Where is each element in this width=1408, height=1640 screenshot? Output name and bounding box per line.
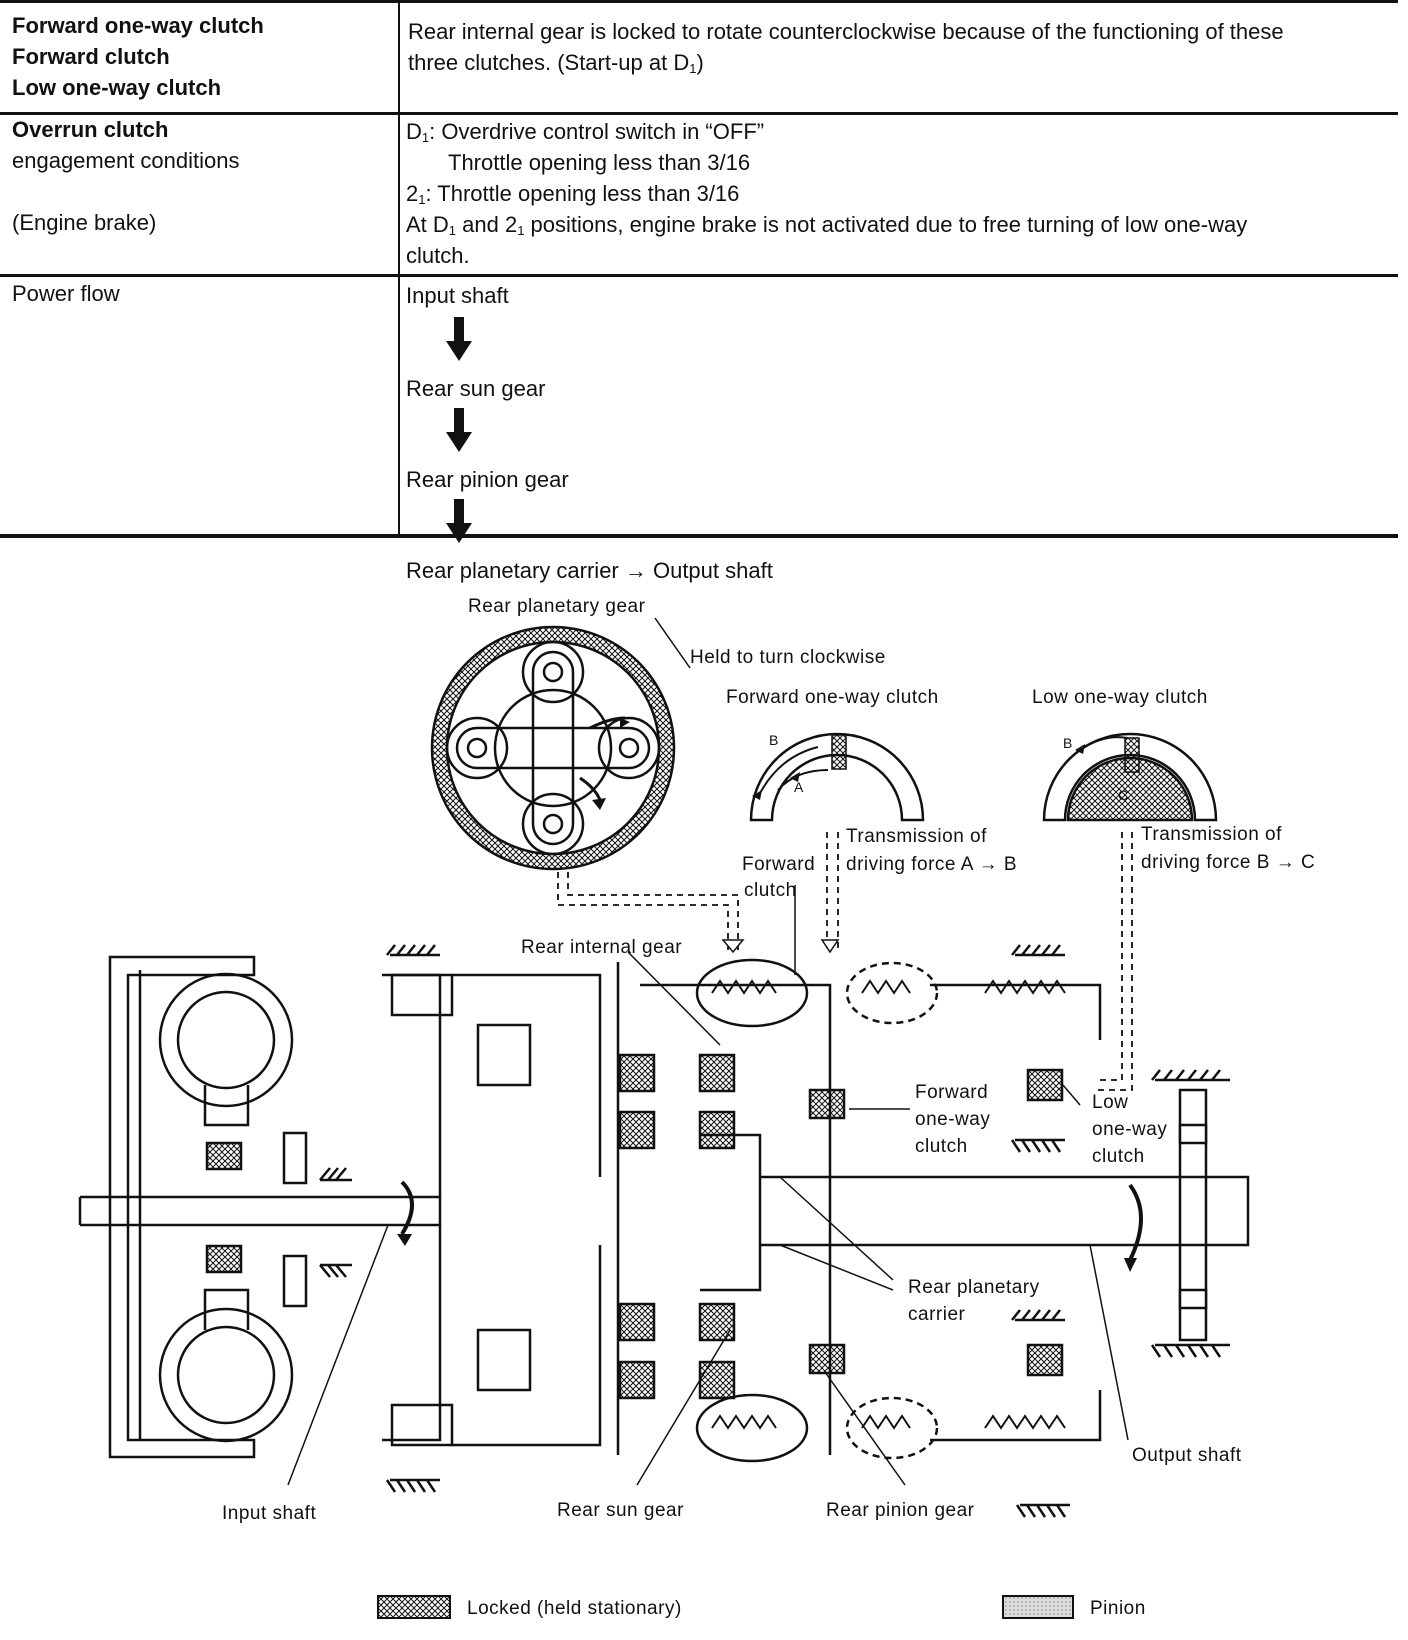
two1-subscript: 1 bbox=[418, 192, 426, 207]
low-one-way-clutch-title: Low one-way clutch bbox=[1032, 687, 1208, 708]
down-arrow-icon bbox=[446, 408, 472, 452]
row1-line2-end: ) bbox=[696, 50, 704, 75]
table-bottom-border bbox=[0, 534, 1398, 538]
row1-line2-text: three clutches. (Start-up at D bbox=[408, 50, 690, 75]
output-shaft-drawing bbox=[1128, 1069, 1230, 1358]
note-part-a: At D bbox=[406, 212, 449, 237]
two1-prefix: 2 bbox=[406, 181, 419, 206]
down-arrow-icon bbox=[446, 499, 472, 543]
forward-clutch-label: Forward clutch bbox=[12, 44, 170, 69]
forward-clutch-label-1: Forward bbox=[742, 854, 815, 875]
low-one-way-clutch-side-3: clutch bbox=[1092, 1146, 1145, 1167]
gear-train-drawing bbox=[382, 944, 1250, 1518]
down-arrow-icon bbox=[446, 317, 472, 361]
overrun-clutch-title: Overrun clutch bbox=[12, 117, 169, 142]
forward-one-way-clutch-side-1: Forward bbox=[915, 1082, 988, 1103]
transmission-bc-line1: Transmission of bbox=[1141, 824, 1282, 845]
note-subscript-2: 1 bbox=[517, 223, 525, 238]
row1-line2-subscript: 1 bbox=[689, 61, 697, 76]
low-one-way-clutch-label: Low one-way clutch bbox=[12, 75, 222, 100]
rear-planetary-gear-label: Rear planetary gear bbox=[468, 596, 646, 617]
rear-planetary-carrier-label-1: Rear planetary bbox=[908, 1277, 1040, 1298]
two1-condition: 21: Throttle opening less than 3/16 bbox=[406, 178, 1247, 209]
legend-pinion-label: Pinion bbox=[1090, 1598, 1146, 1619]
d1-condition: D1: Overdrive control switch in “OFF” bbox=[406, 116, 1247, 147]
row2-right-cell: D1: Overdrive control switch in “OFF” Th… bbox=[406, 116, 1247, 271]
row-divider-2 bbox=[0, 274, 1398, 277]
low-owc-letter-b: B bbox=[1063, 735, 1072, 751]
row1-description-line2: three clutches. (Start-up at D1) bbox=[408, 47, 1284, 78]
rear-planetary-carrier-label-2: carrier bbox=[908, 1304, 966, 1325]
engine-brake-note: At D1 and 21 positions, engine brake is … bbox=[406, 209, 1247, 240]
legend-locked-label: Locked (held stationary) bbox=[467, 1598, 682, 1619]
low-one-way-clutch-side-2: one-way bbox=[1092, 1119, 1167, 1140]
low-one-way-clutch-side-1: Low bbox=[1092, 1092, 1128, 1113]
torque-converter-drawing bbox=[108, 955, 352, 1459]
forward-one-way-clutch-title: Forward one-way clutch bbox=[726, 687, 939, 708]
power-flow-step-carrier-output: Rear planetary carrier → Output shaft bbox=[406, 558, 773, 583]
legend-pinion-swatch bbox=[1002, 1595, 1074, 1619]
transmission-ab-line2: driving force A → B bbox=[846, 854, 1017, 875]
row1-right-cell: Rear internal gear is locked to rotate c… bbox=[408, 16, 1284, 78]
force-path-dashed-lines bbox=[557, 832, 1133, 1091]
held-to-turn-clockwise-label: Held to turn clockwise bbox=[690, 647, 886, 668]
rear-planetary-gear-drawing bbox=[430, 625, 676, 871]
power-flow-step-input-shaft: Input shaft bbox=[406, 283, 509, 308]
d1-throttle-condition: Throttle opening less than 3/16 bbox=[448, 150, 751, 175]
output-shaft-label: Output shaft bbox=[1132, 1445, 1242, 1466]
transmission-ab-line1: Transmission of bbox=[846, 826, 987, 847]
transmission-diagram: Rear planetary gear Held to turn clockwi… bbox=[78, 596, 1315, 1619]
power-flow-step-rear-pinion-gear: Rear pinion gear bbox=[406, 467, 569, 492]
fwd-owc-letter-a: A bbox=[794, 779, 804, 795]
spacer bbox=[12, 176, 240, 207]
row1-left-cell: Forward one-way clutch Forward clutch Lo… bbox=[12, 10, 264, 103]
leader-lines bbox=[287, 617, 1129, 1486]
fwd-owc-letter-b: B bbox=[769, 732, 778, 748]
forward-clutch-label-2: clutch bbox=[744, 880, 797, 901]
table-top-border bbox=[0, 0, 1398, 3]
row1-description-line1: Rear internal gear is locked to rotate c… bbox=[408, 19, 1284, 44]
forward-one-way-clutch-side-3: clutch bbox=[915, 1136, 968, 1157]
power-flow-steps: Input shaft Rear sun gear Rear pinion ge… bbox=[406, 280, 773, 586]
transmission-bc-line2: driving force B → C bbox=[1141, 852, 1315, 873]
engagement-conditions-label: engagement conditions bbox=[12, 148, 240, 173]
note-subscript-1: 1 bbox=[448, 223, 457, 238]
legend-locked-swatch bbox=[377, 1595, 451, 1619]
d1-text: : Overdrive control switch in “OFF” bbox=[429, 119, 765, 144]
table-column-divider bbox=[398, 0, 400, 538]
forward-one-way-clutch-label: Forward one-way clutch bbox=[12, 13, 264, 38]
note-part-c: positions, engine brake is not activated… bbox=[524, 212, 1248, 237]
low-owc-letter-c: C bbox=[1118, 787, 1128, 803]
forward-one-way-clutch-side-2: one-way bbox=[915, 1109, 990, 1130]
note-part-b: and 2 bbox=[456, 212, 518, 237]
two1-text: : Throttle opening less than 3/16 bbox=[425, 181, 740, 206]
row2-left-cell: Overrun clutch engagement conditions (En… bbox=[12, 114, 240, 238]
engine-brake-note-end: clutch. bbox=[406, 243, 470, 268]
d1-prefix: D bbox=[406, 119, 422, 144]
d1-subscript: 1 bbox=[421, 130, 430, 145]
row-divider-1 bbox=[0, 112, 1398, 115]
input-shaft-drawing bbox=[78, 1180, 442, 1236]
engine-brake-label: (Engine brake) bbox=[12, 210, 157, 235]
rear-internal-gear-label: Rear internal gear bbox=[521, 937, 682, 958]
input-shaft-label: Input shaft bbox=[222, 1503, 316, 1524]
arrowheads bbox=[397, 718, 1137, 1272]
rear-pinion-gear-label: Rear pinion gear bbox=[826, 1500, 975, 1521]
power-flow-label: Power flow bbox=[12, 281, 120, 306]
power-flow-step-rear-sun-gear: Rear sun gear bbox=[406, 376, 546, 401]
rear-sun-gear-label: Rear sun gear bbox=[557, 1500, 684, 1521]
forward-one-way-clutch-drawing bbox=[749, 732, 925, 822]
